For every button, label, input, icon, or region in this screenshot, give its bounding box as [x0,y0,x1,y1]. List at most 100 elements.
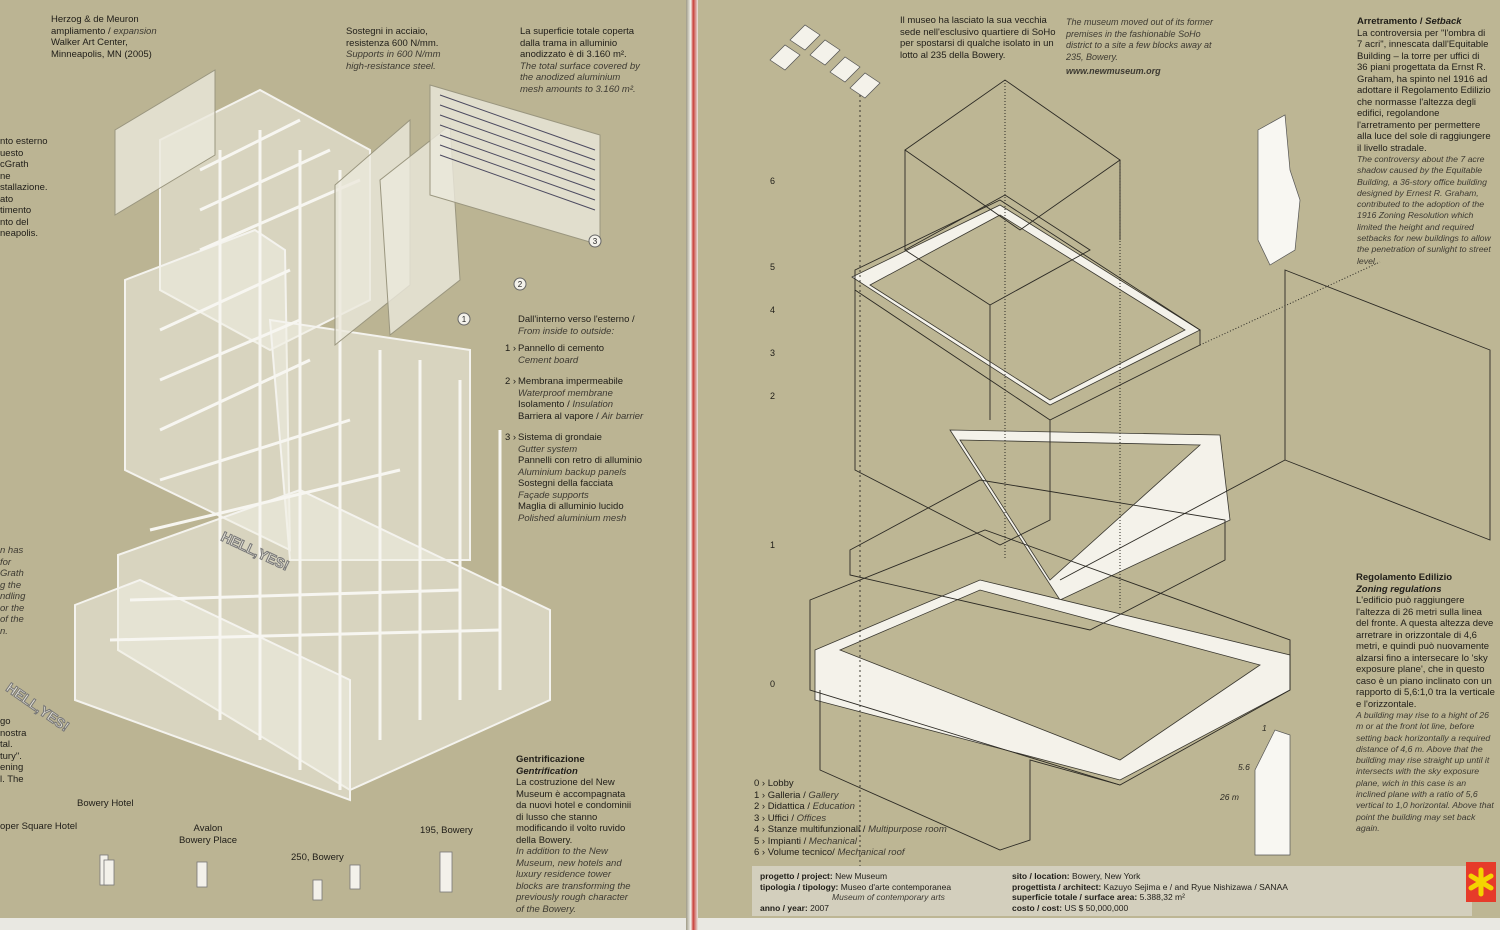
floor-number-0: 0 [770,679,776,689]
floor-legend-name: Lobby [767,778,794,789]
gentrification-caption: Gentrificazione Gentrification La costru… [516,754,634,915]
label-195-bowery: 195, Bowery [420,825,473,836]
tower-base [74,578,351,802]
floor-legend-number: 1 › [754,789,766,801]
edge-text-fragment: Grath [0,568,24,579]
floor-legend-number: 4 › [754,824,766,835]
zoning-title-en: Zoning regulations [1356,583,1442,595]
edge-text-fragment: tury". [0,750,22,762]
project-value: New Museum [835,871,888,881]
height-label: 26 m [1219,792,1239,802]
layer-en-row: Façade supports [518,490,645,502]
floor-legend-item: 6 › Volume tecnico/ Mechanical roof [754,847,947,859]
caption-line: Minneapolis, MN (2005) [51,48,152,60]
layers-legend: Dall'interno verso l'esterno / From insi… [505,314,645,534]
intro-text-en: The museum moved out of its former premi… [1066,17,1214,62]
layer-name: Barriera al vapore / [518,410,602,422]
type-value-en: Museum of contemporary arts [832,892,945,902]
floor-legend-name-en: Education [812,801,855,812]
website-link[interactable]: www.newmuseum.org [1066,66,1161,76]
intro-text: Il museo ha lasciato la sua vecchia sede… [900,15,1056,61]
layer-name-en: Façade supports [518,489,589,501]
floor-number-5: 5 [770,262,776,272]
layers-intro: Dall'interno verso l'esterno / [518,314,635,325]
floor-legend-name-en: Mechanical [808,835,857,847]
floor-legend-name-en: Multipurpose room [868,824,947,835]
edge-text-fragment: timento [0,205,32,216]
floor-legend-item: 0 › Lobby [754,778,947,790]
year-label: anno / year: [760,902,808,913]
panel-mesh-left [114,69,216,216]
floor-legend-name: Volume tecnico/ [767,847,838,858]
marker-2: 2 [518,280,523,289]
edge-text-fragment: uesto [0,147,24,159]
layer-name: Pannelli con retro di alluminio [518,455,643,466]
layers-intro-en: From inside to outside: [518,325,615,337]
floor-legend-number: 0 › [754,778,766,789]
gentrification-text: La costruzione del New Museum è accompag… [516,777,632,846]
layer-name: Maglia di alluminio lucido [518,501,624,512]
floor-legend-item: 1 › Galleria / Gallery [754,790,947,802]
edge-text-fragment: nto del [0,216,29,228]
edge-text-fragment: l. The [0,773,24,785]
layer-name-en: Air barrier [601,410,644,422]
type-value: Museo d'arte contemporanea [840,881,952,892]
floor-legend-name-en: Offices [796,812,827,824]
year-value: 2007 [810,902,830,913]
supports-caption: Sostegni in acciaio, resistenza 600 N/mm… [346,26,441,72]
caption-line: Walker Art Center, [51,37,128,48]
page-gutter [686,0,698,930]
edge-text-fragment: neapolis. [0,228,39,239]
edge-text-fragment: or the [0,602,25,614]
label-bowery-hotel: Bowery Hotel [77,798,134,809]
floor-number-2: 2 [770,391,776,401]
floor-number-1: 1 [770,540,776,550]
edge-text-fragment: stallazione. [0,182,48,193]
edge-text-fragment: cGrath [0,159,29,170]
setback-text: La controversia per "l'ombra di 7 acri",… [1357,27,1491,154]
site-label: sito / location: [1012,871,1070,881]
building-volumes [809,79,1491,880]
label-avalon-bowery-place: Avalon Bowery Place [178,823,238,846]
caption-line-en: Supports in 600 N/mm [346,49,441,60]
edge-text-fragment: n has [0,545,24,556]
layer-name-en: Aluminium backup panels [518,466,627,478]
edge-text-fragment: ndling [0,591,26,602]
floor-legend-number: 3 › [754,812,766,824]
setback-caption: Arretramento / Setback La controversia p… [1357,16,1492,267]
edge-text-fragment: n. [0,625,8,637]
edge-text-fragment: nostra [0,727,27,739]
label-250-bowery: 250, Bowery [291,852,344,863]
setback-title-en: Setback [1425,16,1462,27]
floor-number-4: 4 [770,305,776,315]
layer-name: Pannello di cemento [518,343,605,354]
layer-number: 3 › [505,432,517,443]
layer-name-en: Insulation [572,399,614,410]
layer-name: Isolamento / [518,399,573,410]
caption-line: resistenza 600 N/mm. [346,37,439,49]
architect-value: Kazuyo Sejima e / and Ryue Nishizawa / S… [1103,881,1288,892]
floor-legend-item: 3 › Uffici / Offices [754,813,947,825]
project-info-footer: progetto / project: New Museum tipologia… [752,866,1472,916]
caption-line-en: the anodized aluminium [520,72,621,83]
site-value: Bowery, New York [1072,871,1141,881]
layer-en-row: Aluminium backup panels [518,467,645,479]
floor-legend-item: 4 › Stanze multifunzionali / Multipurpos… [754,824,947,836]
zoning-caption: Regolamento Edilizio Zoning regulations … [1356,572,1496,834]
layer-en-row: Polished aluminium mesh [518,513,645,525]
ratio-horizontal-label: 1 [1262,723,1267,733]
layer-en-row: Cement board [518,355,645,367]
floor-number-3: 3 [770,348,776,358]
cost-label: costo / cost: [1012,902,1063,913]
layer-item: Barriera al vapore / Air barrier [505,411,645,423]
layer-name-en: Cement board [518,354,579,366]
steel-grid [109,118,502,790]
floor-legend-number: 2 › [754,801,766,812]
floor-legend-item: 2 › Didattica / Education [754,801,947,813]
caption-line-en: expansion [113,25,157,37]
architect-label: progettista / architect: [1012,881,1102,892]
